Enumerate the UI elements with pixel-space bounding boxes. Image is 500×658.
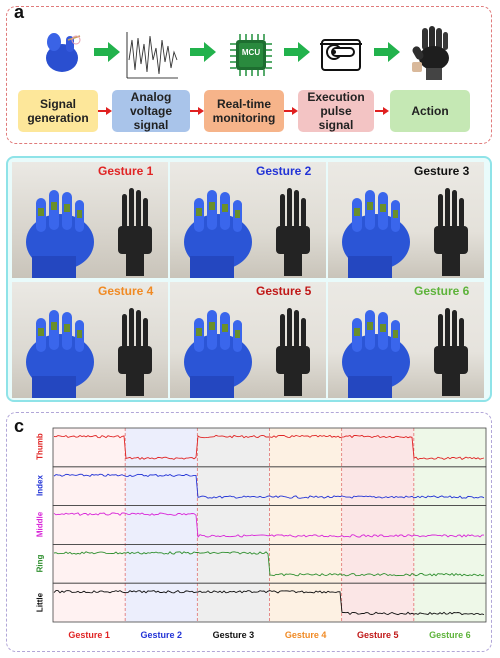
gesture-photo-1 bbox=[12, 162, 168, 278]
gesture-axis-label-2: Gesture 2 bbox=[140, 630, 183, 640]
step-real-time-monitoring: Real-time monitoring bbox=[204, 90, 284, 132]
gesture-column-shade bbox=[197, 428, 270, 622]
step-signal-generation: Signal generation bbox=[18, 90, 98, 132]
green-flow-arrow-4 bbox=[374, 42, 400, 62]
gesture-column-shade bbox=[269, 428, 342, 622]
gesture-photo-5 bbox=[170, 282, 326, 398]
green-flow-arrow-2 bbox=[190, 42, 216, 62]
finger-signal-trace bbox=[53, 512, 484, 538]
finger-signal-trace bbox=[53, 551, 485, 577]
gesture-photo-title-4: Gesture 4 bbox=[98, 284, 154, 298]
gloved-hand-icon bbox=[46, 33, 81, 72]
gesture-axis-label-6: Gesture 6 bbox=[429, 630, 471, 640]
red-flow-arrow-3 bbox=[284, 107, 298, 115]
finger-label-thumb: Thumb bbox=[35, 433, 45, 461]
finger-label-index: Index bbox=[35, 475, 45, 497]
finger-label-little: Little bbox=[35, 592, 45, 612]
robotic-hand-icon bbox=[412, 26, 449, 80]
gesture-photo-illustration bbox=[184, 188, 310, 278]
finger-signal-trace bbox=[53, 434, 485, 460]
gesture-photo-2 bbox=[170, 162, 326, 278]
gesture-photo-title-1: Gesture 1 bbox=[98, 164, 154, 178]
step-execution-pulse-signal: Execution pulse signal bbox=[298, 90, 374, 132]
gesture-axis-label-3: Gesture 3 bbox=[212, 630, 255, 640]
gesture-column-shade bbox=[125, 428, 198, 622]
red-flow-arrow-1 bbox=[98, 107, 112, 115]
gesture-photo-illustration bbox=[26, 188, 152, 278]
red-flow-arrow-2 bbox=[190, 107, 204, 115]
red-flow-arrow-4 bbox=[375, 107, 389, 115]
step-analog-voltage-signal: Analog voltage signal bbox=[112, 90, 190, 132]
panel-a-letter: a bbox=[14, 2, 25, 22]
gesture-column-shade bbox=[413, 428, 486, 622]
panel-a-frame bbox=[6, 6, 492, 144]
gesture-photo-illustration bbox=[342, 308, 468, 398]
gesture-photo-4 bbox=[12, 282, 168, 398]
gesture-column-shade bbox=[53, 428, 126, 622]
gesture-photo-title-6: Gesture 6 bbox=[414, 284, 470, 298]
gesture-photo-3 bbox=[328, 162, 484, 278]
finger-row-frame bbox=[52, 582, 487, 623]
finger-label-ring: Ring bbox=[35, 554, 45, 573]
gesture-axis-label-1: Gesture 1 bbox=[68, 630, 110, 640]
finger-signal-trace bbox=[53, 473, 485, 499]
gesture-photo-6 bbox=[328, 282, 484, 398]
green-flow-arrow-3 bbox=[284, 42, 310, 62]
gesture-photo-title-5: Gesture 5 bbox=[256, 284, 312, 298]
panel-c-letter: c bbox=[14, 416, 25, 436]
gesture-photo-illustration bbox=[342, 188, 468, 278]
mcu-chip-label: MCU bbox=[241, 48, 261, 57]
gesture-photo-title-2: Gesture 2 bbox=[256, 164, 312, 178]
step-action: Action bbox=[390, 90, 470, 132]
analog-signal-icon bbox=[126, 32, 178, 79]
green-flow-arrow-1 bbox=[94, 42, 120, 62]
gesture-column-shade bbox=[341, 428, 414, 622]
gesture-photo-title-3: Gesture 3 bbox=[414, 164, 470, 178]
mcu-chip-icon bbox=[230, 34, 272, 76]
finger-signal-trace bbox=[53, 590, 485, 616]
panel-c-frame bbox=[6, 412, 492, 652]
finger-label-middle: Middle bbox=[35, 511, 45, 538]
gesture-photo-illustration bbox=[26, 308, 152, 398]
servo-motor-icon bbox=[320, 39, 362, 71]
gesture-axis-label-5: Gesture 5 bbox=[356, 630, 399, 640]
gesture-axis-label-4: Gesture 4 bbox=[284, 630, 327, 640]
gesture-photo-illustration bbox=[184, 308, 310, 398]
